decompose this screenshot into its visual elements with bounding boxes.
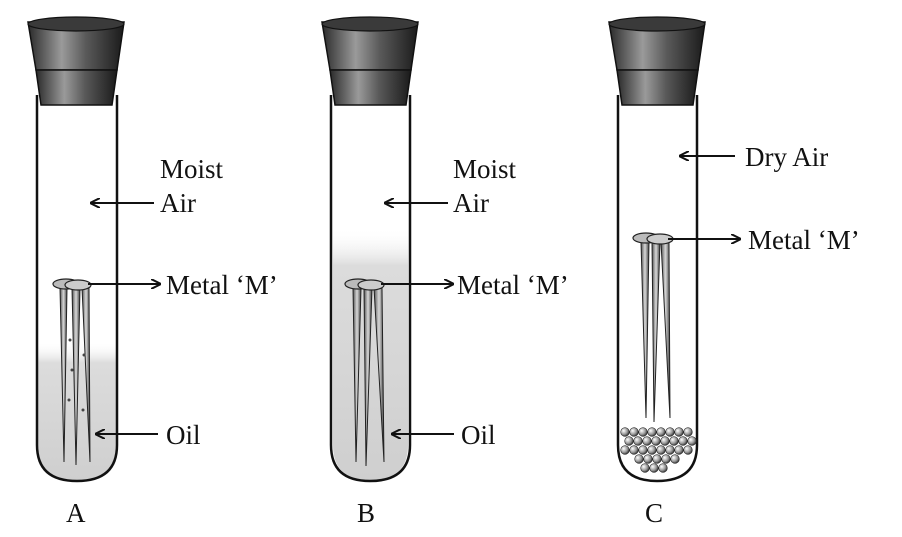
tube-c: Dry Air Metal ‘M’ C	[608, 16, 860, 528]
granule	[665, 445, 675, 455]
drying-agent-granules	[620, 427, 697, 473]
metal-label: Metal ‘M’	[457, 270, 569, 300]
granule	[656, 445, 666, 455]
granule	[665, 427, 675, 437]
granule	[683, 445, 693, 455]
granule	[660, 436, 670, 446]
metal-nails	[344, 278, 385, 467]
granule	[656, 427, 666, 437]
tube-caption: A	[66, 498, 86, 528]
granule	[652, 454, 662, 464]
granule	[649, 463, 659, 473]
granule	[647, 427, 657, 437]
dry-air-label: Dry Air	[745, 142, 828, 172]
moist-air-label-line1: Moist	[160, 154, 224, 184]
oil-label: Oil	[166, 420, 201, 450]
granule	[687, 436, 697, 446]
granule	[634, 454, 644, 464]
oil-label: Oil	[461, 420, 496, 450]
granule	[620, 427, 630, 437]
cork	[27, 16, 125, 106]
granule	[640, 463, 650, 473]
granule	[629, 445, 639, 455]
granule	[661, 454, 671, 464]
granule	[638, 427, 648, 437]
granule	[678, 436, 688, 446]
oil-layer	[333, 228, 408, 480]
moist-air-label-line2: Air	[160, 188, 196, 218]
cork	[321, 16, 419, 106]
metal-nails	[632, 232, 674, 423]
granule	[642, 436, 652, 446]
test-tube-glass	[616, 95, 699, 483]
granule	[669, 436, 679, 446]
granule	[633, 436, 643, 446]
cork	[608, 16, 706, 106]
granule	[620, 445, 630, 455]
granule	[674, 445, 684, 455]
test-tube-glass	[329, 95, 412, 483]
granule	[624, 436, 634, 446]
granule	[658, 463, 668, 473]
granule	[674, 427, 684, 437]
test-tube-glass	[35, 95, 119, 483]
granule	[651, 436, 661, 446]
tube-caption: C	[645, 498, 663, 528]
granule	[670, 454, 680, 464]
granule	[638, 445, 648, 455]
metal-label: Metal ‘M’	[748, 225, 860, 255]
moist-air-label-line2: Air	[453, 188, 489, 218]
metal-nails	[52, 278, 92, 466]
granule	[629, 427, 639, 437]
tube-b: Moist Air Metal ‘M’ Oil B	[321, 16, 569, 528]
granule	[643, 454, 653, 464]
tube-a: Moist Air Metal ‘M’ Oil A	[27, 16, 278, 528]
moist-air-label-line1: Moist	[453, 154, 517, 184]
metal-label: Metal ‘M’	[166, 270, 278, 300]
granule	[647, 445, 657, 455]
granule	[683, 427, 693, 437]
tube-caption: B	[357, 498, 375, 528]
